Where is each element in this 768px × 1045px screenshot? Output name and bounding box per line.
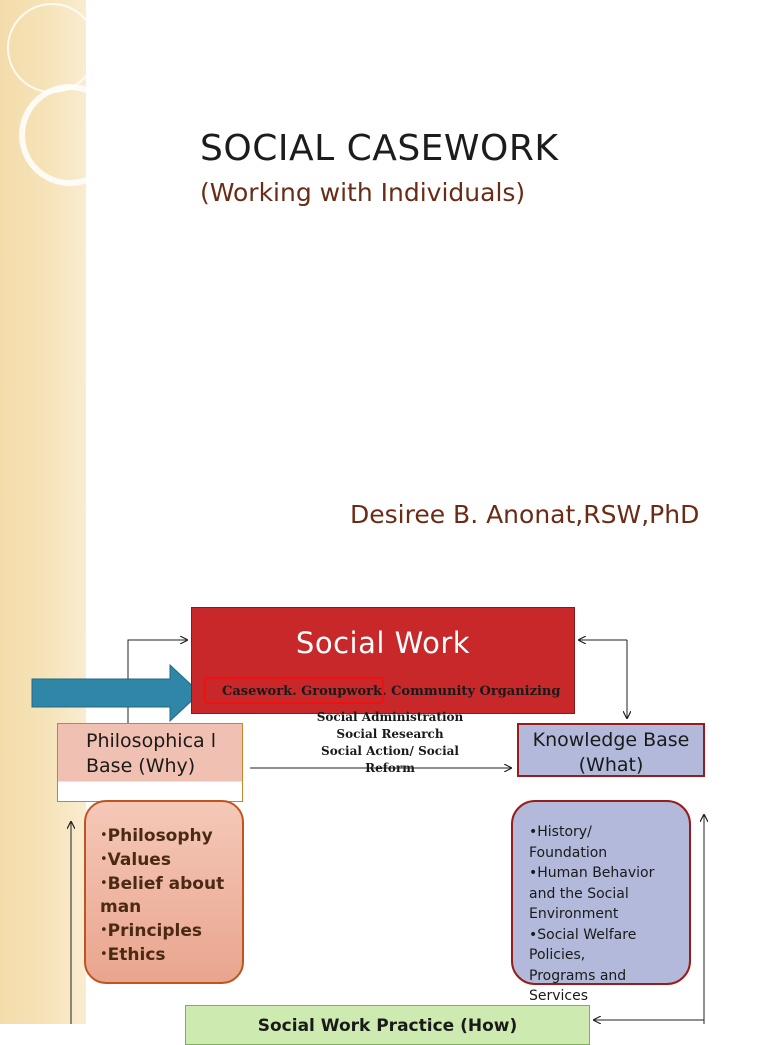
slide-author: Desiree B. Anonat,RSW,PhD [350, 500, 700, 529]
list-item: •Principles [100, 921, 202, 941]
social-work-methods-line: Casework. Groupwork. Community Organizin… [222, 684, 561, 699]
decorative-side-band [0, 0, 86, 1024]
social-work-practice-box: Social Work Practice (How) [185, 1005, 590, 1045]
other-methods-list: Social Administration Social Research So… [290, 709, 490, 777]
method-item: Social Administration [316, 710, 464, 724]
block-arrow-icon [31, 663, 201, 723]
list-item: •Human Behavior and the Social Environme… [529, 865, 655, 922]
knowledge-base-header: Knowledge Base (What) [517, 723, 705, 777]
casework-highlight [204, 677, 384, 704]
philosophical-base-list: •Philosophy •Values •Belief about man •P… [84, 800, 244, 984]
philosophical-base-header: Philosophica l Base (Why) [57, 723, 243, 802]
list-item: •Belief about man [100, 874, 225, 917]
list-item: •Social Welfare Policies, Programs and S… [529, 926, 637, 1005]
method-item: Reform [365, 761, 415, 775]
social-work-title: Social Work [295, 626, 471, 660]
list-item: •Values [100, 850, 171, 870]
method-item: Social Action/ Social [321, 744, 459, 758]
slide-subtitle: (Working with Individuals) [200, 178, 526, 207]
diagram-connectors [31, 0, 768, 1024]
list-item: •History/ Foundation [529, 824, 608, 861]
list-item: •Philosophy [100, 826, 213, 846]
decorative-rings [7, 3, 86, 186]
slide-title: SOCIAL CASEWORK [200, 128, 559, 169]
list-item: •Ethics [100, 945, 166, 965]
method-item: Social Research [336, 727, 444, 741]
knowledge-base-list: •History/ Foundation •Human Behavior and… [511, 800, 691, 1004]
